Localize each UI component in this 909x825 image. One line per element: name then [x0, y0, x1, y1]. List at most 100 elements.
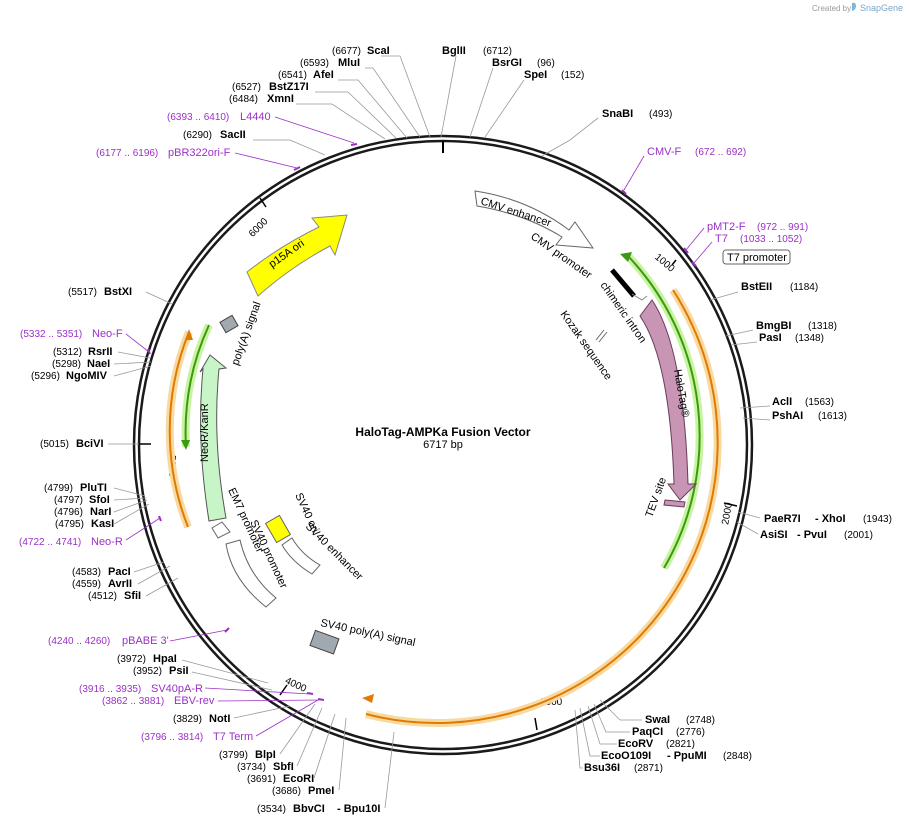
feature-poly-a-signal[interactable]: poly(A) signal: [219, 300, 264, 367]
primer-label-t7-term[interactable]: (3796 .. 3814)T7 Term: [141, 731, 253, 743]
enzyme-leader-lines: [108, 55, 771, 809]
svg-text:1000: 1000: [652, 252, 676, 275]
enzyme-label-afei[interactable]: (6541)AfeI: [278, 69, 334, 81]
enzyme-label-paqci[interactable]: PaqCI(2776): [632, 726, 705, 738]
primer-label-t7[interactable]: T7(1033 .. 1052): [715, 233, 802, 245]
svg-text:2000: 2000: [720, 501, 735, 525]
svg-text:(2848): (2848): [723, 751, 752, 762]
primer-label-neo-r[interactable]: (4722 .. 4741)Neo-R: [19, 536, 123, 548]
svg-text:(6177 .. 6196): (6177 .. 6196): [96, 148, 158, 159]
svg-text:Neo-F: Neo-F: [92, 328, 123, 340]
enzyme-label-bstxi[interactable]: (5517)BstXI: [68, 286, 132, 298]
svg-text:(493): (493): [649, 109, 672, 120]
svg-text:(2871): (2871): [634, 763, 663, 774]
enzyme-label-sfii[interactable]: (4512)SfiI: [88, 590, 141, 602]
enzyme-label-snabi[interactable]: SnaBI(493): [602, 108, 672, 120]
feature-neor-kanr[interactable]: NeoR/KanR: [199, 354, 228, 522]
primer-label-pbabe-3[interactable]: (4240 .. 4260)pBABE 3': [48, 635, 169, 647]
svg-text:PsiI: PsiI: [169, 665, 189, 677]
enzyme-label-bcivi[interactable]: (5015)BciVI: [40, 438, 104, 450]
enzyme-label-pasi[interactable]: PasI(1348): [759, 332, 824, 344]
enzyme-label-naei[interactable]: (5298)NaeI: [52, 358, 110, 370]
enzyme-label-bsu36i[interactable]: Bsu36I(2871): [584, 762, 663, 774]
svg-text:PaeR7I: PaeR7I: [764, 513, 801, 525]
enzyme-label-sacii[interactable]: (6290)SacII: [183, 129, 246, 141]
svg-text:(152): (152): [561, 70, 584, 81]
svg-text:(3916 .. 3935): (3916 .. 3935): [79, 684, 141, 695]
enzyme-label-hpai[interactable]: (3972)HpaI: [117, 653, 177, 665]
feature-kozak-sequence[interactable]: Kozak sequence: [558, 309, 614, 383]
enzyme-label-bglii[interactable]: BglII(6712): [442, 45, 512, 57]
credit-label: Created by: [812, 4, 851, 13]
feature-t7-promoter[interactable]: T7 promoter: [722, 249, 791, 265]
enzyme-label-bbvci-bpu10i[interactable]: (3534)BbvCI- Bpu10I: [257, 803, 380, 815]
enzyme-label-ecoo109i-ppumi[interactable]: EcoO109I- PpuMI(2848): [601, 750, 752, 762]
feature-halotag[interactable]: HaloTag®: [639, 299, 698, 501]
orange-feature-arc-left: [168, 331, 190, 528]
svg-text:(4796): (4796): [54, 507, 83, 518]
svg-text:BbvCI: BbvCI: [293, 803, 325, 815]
svg-text:(672 .. 692): (672 .. 692): [695, 147, 746, 158]
enzyme-label-acli[interactable]: AclI(1563): [772, 396, 834, 408]
primer-label-l4440[interactable]: (6393 .. 6410)L4440: [167, 111, 271, 123]
svg-text:(4583): (4583): [72, 567, 101, 578]
enzyme-label-noti[interactable]: (3829)NotI: [173, 713, 230, 725]
enzyme-label-paer7i-xhoi[interactable]: PaeR7I- XhoI(1943): [764, 513, 892, 525]
backbone-outer-circle: [132, 134, 754, 756]
enzyme-label-pshai[interactable]: PshAI(1613): [772, 410, 847, 422]
enzyme-label-bmgbi[interactable]: BmgBI(1318): [756, 320, 837, 332]
snapgene-brand: SnapGene: [860, 3, 903, 13]
enzyme-label-blpi[interactable]: (3799)BlpI: [219, 749, 276, 761]
svg-text:TEV site: TEV site: [644, 476, 669, 519]
svg-text:(4795): (4795): [55, 519, 84, 530]
svg-text:(4559): (4559): [72, 579, 101, 590]
primer-label-cmv-f[interactable]: CMV-F (672 .. 692): [647, 146, 746, 158]
svg-text:NaeI: NaeI: [87, 358, 110, 370]
svg-text:CMV-F: CMV-F: [647, 146, 682, 158]
enzyme-label-avrii[interactable]: (4559) AvrII: [72, 578, 132, 590]
enzyme-label-pluti[interactable]: (4799)PluTI: [44, 482, 107, 494]
svg-text:(3796 .. 3814): (3796 .. 3814): [141, 732, 203, 743]
svg-text:BstZ17I: BstZ17I: [269, 81, 309, 93]
enzyme-label-bsteii[interactable]: BstEII(1184): [741, 281, 818, 293]
enzyme-label-paci[interactable]: (4583)PacI: [72, 566, 131, 578]
svg-text:(1348): (1348): [795, 333, 824, 344]
enzyme-label-spei[interactable]: SpeI(152): [524, 69, 584, 81]
enzyme-label-sbfi[interactable]: (3734)SbfI: [237, 761, 294, 773]
enzyme-label-bsrgi[interactable]: BsrGI(96): [492, 57, 555, 69]
svg-text:- XhoI: - XhoI: [815, 513, 846, 525]
green-feature-arrowhead-right: [620, 252, 632, 262]
feature-sv40-enhancer[interactable]: SV40 enhancer: [281, 521, 365, 583]
feature-sv40-polya-signal[interactable]: SV40 poly(A) signal: [309, 617, 416, 655]
primer-leader-lines: [125, 116, 713, 737]
enzyme-label-scai[interactable]: (6677)ScaI: [332, 45, 390, 57]
enzyme-label-rsrii[interactable]: (5312)RsrII: [53, 346, 112, 358]
primer-label-ebv-rev[interactable]: (3862 .. 3881)EBV-rev: [102, 695, 215, 707]
enzyme-label-ngomiv[interactable]: (5296)NgoMIV: [31, 370, 108, 382]
primer-label-pmt2-f[interactable]: pMT2-F(972 .. 991): [707, 221, 808, 233]
svg-text:(1033 .. 1052): (1033 .. 1052): [740, 234, 802, 245]
svg-text:EcoRV: EcoRV: [618, 738, 654, 750]
enzyme-label-swai[interactable]: SwaI(2748): [645, 714, 715, 726]
svg-text:(5312): (5312): [53, 347, 82, 358]
enzyme-label-asisi-pvui[interactable]: AsiSI- PvuI(2001): [760, 529, 873, 541]
enzyme-label-bstz17i[interactable]: (6527)BstZ17I: [232, 81, 309, 93]
enzyme-label-ecorv[interactable]: EcoRV(2821): [618, 738, 695, 750]
enzyme-label-ecori[interactable]: (3691)EcoRI: [247, 773, 314, 785]
enzyme-label-psii[interactable]: (3952) PsiI: [133, 665, 189, 677]
svg-text:AvrII: AvrII: [108, 578, 132, 590]
enzyme-label-kasi[interactable]: (4795)KasI: [55, 518, 114, 530]
svg-text:BstEII: BstEII: [741, 281, 772, 293]
enzyme-label-nari[interactable]: (4796)NarI: [54, 506, 111, 518]
primer-label-neo-f[interactable]: (5332 .. 5351)Neo-F: [20, 328, 123, 340]
enzyme-label-xmni[interactable]: (6484)XmnI: [229, 93, 294, 105]
svg-text:L4440: L4440: [240, 111, 271, 123]
svg-text:(6712): (6712): [483, 46, 512, 57]
primer-label-sv40pa-r[interactable]: (3916 .. 3935)SV40pA-R: [79, 683, 203, 695]
enzyme-label-pmei[interactable]: (3686)PmeI: [272, 785, 334, 797]
svg-text:(3952): (3952): [133, 666, 162, 677]
enzyme-label-mlui[interactable]: (6593)MluI: [300, 57, 360, 69]
primer-label-pbr322ori-f[interactable]: (6177 .. 6196)pBR322ori-F: [96, 147, 231, 159]
enzyme-label-sfoi[interactable]: (4797)SfoI: [54, 494, 110, 506]
